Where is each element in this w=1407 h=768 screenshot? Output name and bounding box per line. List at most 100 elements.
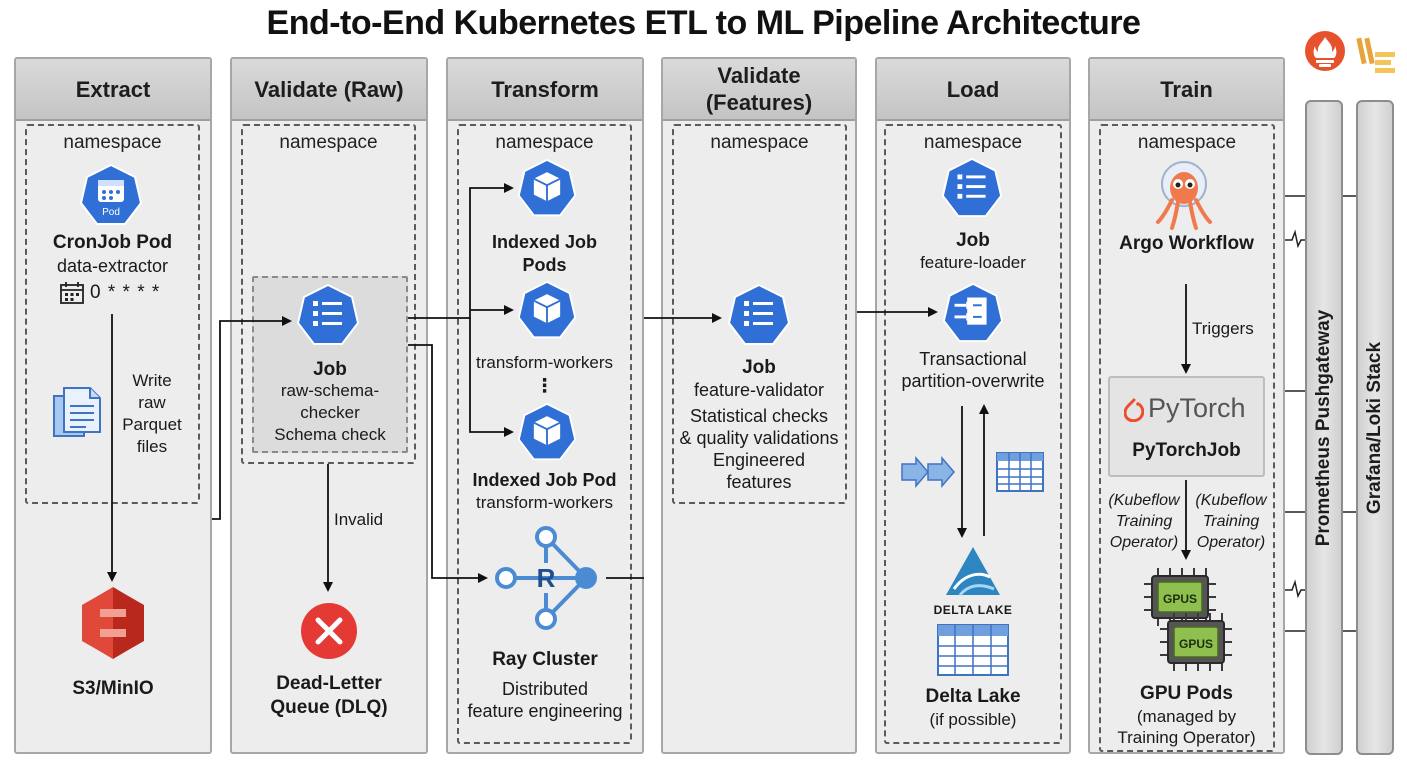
metric-tick-2 — [1285, 229, 1305, 249]
cronjob-name: data-extractor — [56, 256, 169, 276]
kubeflow-left-3: Operator) — [1109, 534, 1179, 551]
pod-icon: Pod — [79, 163, 143, 225]
write-label-1: Write — [132, 371, 172, 390]
ray-cluster-title: Ray Cluster — [492, 649, 598, 670]
lane-validate-raw-header: Validate (Raw) — [232, 59, 426, 121]
metric-tick-5 — [1285, 579, 1305, 599]
raw-job-line-3: Schema check — [274, 425, 386, 444]
lane-train-header: Train — [1090, 59, 1283, 121]
loki-logo-icon — [1356, 37, 1395, 73]
raw-job-line-1: raw-schema- — [280, 381, 380, 400]
gpu-chip-icon: GPUS — [1144, 568, 1216, 626]
transactional-line-1: Transactional — [919, 349, 1027, 369]
pytorch-job-box — [1108, 376, 1265, 477]
ray-letter: R — [537, 563, 556, 593]
page-title: End-to-End Kubernetes ETL to ML Pipeline… — [266, 4, 1141, 42]
namespace-train: namespace — [1099, 124, 1275, 752]
lane-extract-header: Extract — [16, 59, 210, 121]
write-label-3: Parquet — [122, 415, 182, 434]
feature-desc-3: Engineered — [712, 450, 806, 470]
feature-desc-1: Statistical checks — [689, 406, 829, 426]
namespace-label: namespace — [495, 132, 594, 153]
lane-load-header: Load — [877, 59, 1069, 121]
job-icon — [727, 283, 791, 345]
dlq-line-1: Dead-Letter — [276, 673, 382, 694]
indexed-pod-title: Indexed Job Pod — [472, 470, 617, 490]
namespace-label: namespace — [710, 132, 809, 153]
prometheus-pushgateway-bar: Prometheus Pushgateway — [1305, 100, 1343, 755]
cube-icon — [517, 158, 577, 217]
gpu-pods-line-1: (managed by — [1136, 707, 1237, 726]
feature-job-title: Job — [742, 357, 776, 378]
transform-workers-label: transform-workers — [476, 353, 613, 372]
kubeflow-right-1: (Kubeflow — [1195, 492, 1267, 509]
namespace-load: namespace — [884, 124, 1062, 744]
cube-icon — [517, 402, 577, 461]
raw-job-line-2: checker — [300, 403, 360, 422]
document-icon — [53, 387, 101, 437]
cronjob-title: CronJob Pod — [52, 232, 173, 253]
namespace-label: namespace — [63, 132, 162, 153]
cron-schedule: 0 * * * * — [90, 282, 161, 303]
kubeflow-right-2: Training — [1202, 513, 1260, 530]
arrow-validate-to-pods — [408, 183, 514, 319]
dlq-line-2: Queue (DLQ) — [270, 697, 388, 718]
namespace-validate-raw: namespace — [241, 124, 416, 464]
delta-lake-logo-icon — [946, 547, 1000, 597]
pytorch-wordmark: PyTorch — [1148, 393, 1246, 423]
indexed-pods-line-1: Indexed Job — [491, 232, 598, 252]
indexed-pod-workers: transform-workers — [476, 493, 613, 512]
kubeflow-left-1: (Kubeflow — [1108, 492, 1180, 509]
cube-icon — [517, 280, 577, 339]
error-icon — [301, 603, 357, 659]
merge-transaction-icon — [942, 282, 1004, 343]
job-icon — [296, 283, 360, 345]
s3-bucket-icon — [82, 587, 144, 659]
arrow-validate-to-ray — [408, 344, 488, 583]
ray-cluster-icon: R — [495, 526, 597, 630]
transactional-line-2: partition-overwrite — [901, 371, 1045, 391]
gpu-pods-title: GPU Pods — [1140, 683, 1233, 704]
lane-validate-features-header: Validate (Features) — [663, 59, 855, 121]
prometheus-logo-icon — [1305, 31, 1345, 71]
indexed-pods-line-2: Pods — [522, 255, 567, 275]
kubeflow-left-2: Training — [1115, 513, 1173, 530]
feature-desc-2: & quality validations — [679, 428, 839, 448]
delta-lake-wordmark: DELTA LAKE — [933, 603, 1013, 617]
invalid-label: Invalid — [334, 510, 384, 529]
gpu-chip-label: GPUS — [1179, 637, 1213, 651]
namespace-validate-features: namespace — [672, 124, 847, 504]
loader-job-name: feature-loader — [920, 253, 1026, 272]
arrow-validate-to-indexed-pod — [469, 318, 514, 437]
namespace-label: namespace — [279, 132, 378, 153]
gpu-chip-label: GPUS — [1163, 592, 1197, 606]
grafana-loki-bar: Grafana/Loki Stack — [1356, 100, 1394, 755]
double-chevron-right-icon — [901, 456, 955, 488]
lane-transform-header: Transform — [448, 59, 642, 121]
storage-label: S3/MinIO — [72, 678, 154, 699]
pytorchjob-label: PyTorchJob — [1132, 440, 1241, 461]
gpu-chip-icon: GPUS — [1160, 613, 1232, 671]
ray-line-2: feature engineering — [467, 701, 623, 721]
namespace-label: namespace — [1137, 132, 1237, 153]
feature-job-name: feature-validator — [693, 380, 825, 400]
table-icon — [937, 624, 1009, 676]
table-icon — [996, 452, 1044, 492]
job-icon — [941, 157, 1003, 218]
pod-icon-label: Pod — [102, 207, 120, 218]
loader-job-title: Job — [956, 230, 990, 251]
argo-octopus-icon — [1156, 161, 1212, 230]
argo-workflow-label: Argo Workflow — [1119, 233, 1254, 254]
ray-line-1: Distributed — [501, 679, 589, 699]
gpu-pods-line-2: Training Operator) — [1117, 728, 1256, 747]
lane-validate-features-title-1: Validate — [717, 63, 801, 88]
kubeflow-right-3: Operator) — [1196, 534, 1266, 551]
pytorch-flame-icon — [1124, 398, 1144, 422]
feature-desc-4: features — [726, 472, 792, 492]
raw-job-title: Job — [313, 359, 347, 380]
arrow-extract-to-validate — [212, 316, 292, 520]
lane-validate-features-title-2: (Features) — [705, 90, 813, 115]
write-label-2: raw — [138, 393, 166, 412]
namespace-label: namespace — [923, 132, 1023, 153]
